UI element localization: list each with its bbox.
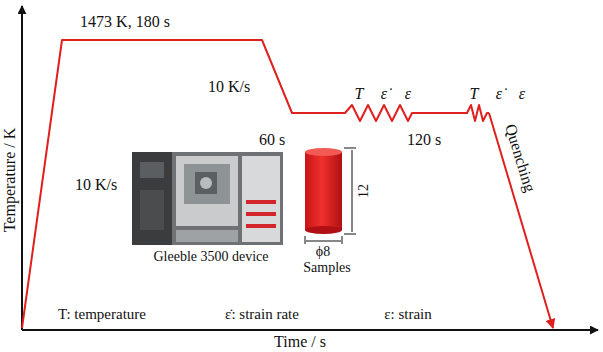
rate-label: 10 K/s (208, 79, 250, 95)
param-symbol: ε̇ (381, 86, 387, 102)
param-symbol: T (470, 86, 479, 102)
dimension-label: ϕ8 (316, 245, 330, 259)
dimension-label: 12 (357, 184, 371, 198)
hold-label: 120 s (407, 132, 441, 148)
axis-title: Temperature / K (2, 128, 18, 233)
legend-note: ε: strain (384, 307, 432, 322)
sample-cylinder (305, 148, 342, 234)
process-curve (22, 40, 489, 328)
x-axis (22, 329, 598, 331)
quench-label: Quenching (502, 122, 538, 194)
gleeble-photo (132, 152, 283, 245)
param-symbol: ε (405, 86, 411, 102)
rate-label: 10 K/s (75, 177, 117, 193)
plateau-label: 1473 K, 180 s (80, 14, 170, 30)
param-symbol: ε (519, 86, 525, 102)
y-axis (21, 6, 23, 330)
sample-caption: Samples (303, 261, 350, 275)
dimension-lines (305, 148, 356, 244)
legend-note: ε̇: strain rate (225, 307, 299, 322)
param-symbol: T (355, 86, 364, 102)
legend-note: T: temperature (58, 307, 146, 322)
photo-caption: Gleeble 3500 device (153, 250, 268, 264)
hold-label: 60 s (259, 132, 285, 148)
param-symbol: ε̇ (496, 86, 502, 102)
axis-title: Time / s (274, 334, 326, 350)
quench-arrow (489, 113, 553, 328)
